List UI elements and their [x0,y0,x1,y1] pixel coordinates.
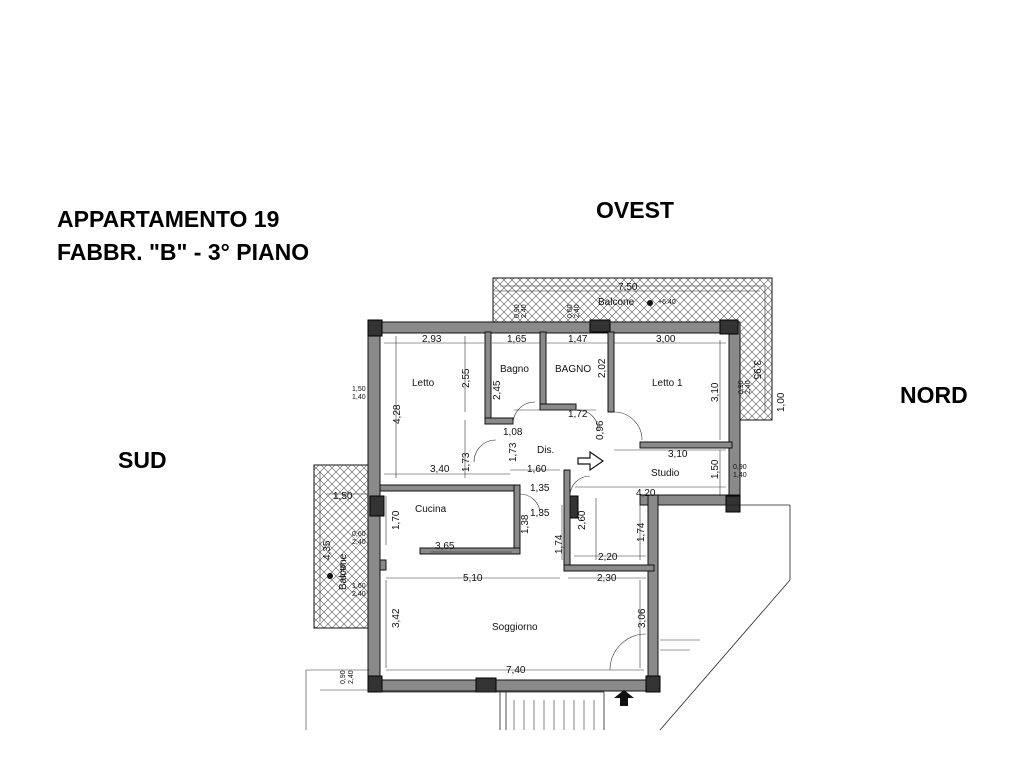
room-label-bagno-2: BAGNO [555,364,591,375]
dim-260: 2,60 [577,510,588,530]
orientation-south-label: SUD [118,447,167,473]
dim-studio-150: 1,50 [710,459,721,479]
room-label-letto-1: Letto 1 [652,378,683,389]
dim-soggiorno-510: 5,10 [463,573,483,584]
left-balcony [313,464,371,629]
dim-255: 2,55 [461,368,472,388]
svg-text:0,90: 0,90 [733,464,747,471]
window-label-090-140: 0,90 1,40 [733,464,747,479]
svg-text:2,40: 2,40 [352,539,366,546]
interior-walls [379,331,733,572]
svg-text:2,40: 2,40 [348,670,355,684]
svg-text:0,90: 0,90 [514,304,521,318]
svg-text:0,60: 0,60 [567,304,574,318]
svg-text:2,40: 2,40 [352,591,366,598]
window-label-060-240: 0,60 2,40 [352,531,366,546]
entrance-arrow-icon [577,450,605,472]
room-label-cucina: Cucina [415,504,447,515]
dim-173-a: 1,73 [461,452,472,472]
room-label-balcone-left: Balcone [338,553,349,590]
dim-studio-420: 4,20 [636,488,656,499]
dim-100: 1,00 [776,392,787,412]
window-label-090-240-balcony: 0,90 2,40 [738,380,752,394]
dim-letto-width: 2,93 [422,334,442,345]
level-label-top-balcony: +6.40 [658,299,676,306]
dim-letto1-310: 3,10 [710,382,721,402]
dim-soggiorno-306: 3,06 [637,608,648,628]
room-label-bagno: Bagno [500,364,529,375]
svg-text:0,60: 0,60 [352,531,366,538]
dim-174-b: 1,74 [636,522,647,542]
svg-text:1,60: 1,60 [352,583,366,590]
dim-230: 2,30 [597,573,617,584]
dim-letto1-width: 3,00 [656,334,676,345]
level-label-left-balcony: +6.40 [340,564,347,582]
dim-bagno-245: 2,45 [492,380,503,400]
dim-174-a: 1,74 [554,534,565,554]
svg-text:1,50: 1,50 [352,386,366,393]
dim-balcony-width: 7,50 [618,282,638,293]
dim-bagno-width: 1,65 [507,334,527,345]
svg-text:0,90: 0,90 [738,380,745,394]
dim-cucina-365: 3,65 [435,541,455,552]
room-label-balcone-top: Balcone [598,297,635,308]
svg-text:0,90: 0,90 [340,670,347,684]
room-label-soggiorno: Soggiorno [492,622,538,633]
building-outline-east [659,504,791,731]
level-marker-icon [647,300,653,306]
dim-220: 2,20 [598,552,618,563]
svg-text:2,40: 2,40 [745,380,752,394]
dim-138: 1,38 [520,514,531,534]
dim-135-b: 1,35 [530,508,550,519]
level-marker-icon [327,573,333,579]
plan-title-apartment: APPARTAMENTO 19 [57,206,280,232]
stairs [305,669,605,730]
svg-text:2,40: 2,40 [521,304,528,318]
plan-title-building-floor: FABBR. "B" - 3° PIANO [57,239,310,265]
dim-096: 0,96 [595,420,606,440]
window-label-160-240: 1,60 2,40 [352,583,366,598]
dim-172: 1,72 [568,409,588,420]
svg-text:1,40: 1,40 [352,394,366,401]
dim-soggiorno-342: 3,42 [391,608,402,628]
room-label-letto: Letto [412,378,435,389]
window-label-090-240-bottom: 0,90 2,40 [340,670,355,684]
dim-letto-340: 3,40 [430,464,450,475]
svg-text:1,40: 1,40 [733,472,747,479]
dim-173-b: 1,73 [508,442,519,462]
room-label-studio: Studio [651,468,680,479]
dim-160: 1,60 [527,464,547,475]
dim-108: 1,08 [503,427,523,438]
svg-text:2,40: 2,40 [574,304,581,318]
dim-bagno2-202: 2,02 [597,358,608,378]
dim-balcone-435: 4,35 [322,540,333,560]
main-entrance-arrow-icon [614,690,634,706]
dim-bagno2-width: 1,47 [568,334,588,345]
dim-135-a: 1,35 [530,483,550,494]
dim-cucina-170: 1,70 [391,510,402,530]
window-label-top-mid: 0,60 2,40 [567,304,581,318]
dim-letto-428: 4,28 [392,404,403,424]
dim-studio-310: 3,10 [668,449,688,460]
dim-soggiorno-740: 7,40 [506,665,526,676]
orientation-north-label: NORD [900,382,968,408]
orientation-west-label: OVEST [596,197,674,223]
window-label-top-left: 0,90 2,40 [514,304,528,318]
dimension-lines [326,290,760,671]
room-label-disimpegno: Dis. [537,445,554,456]
dim-balcone-395: 3,95 [751,360,762,380]
dim-balcone-150: 1,50 [333,491,353,502]
window-label-150-140: 1,50 1,40 [352,386,366,401]
